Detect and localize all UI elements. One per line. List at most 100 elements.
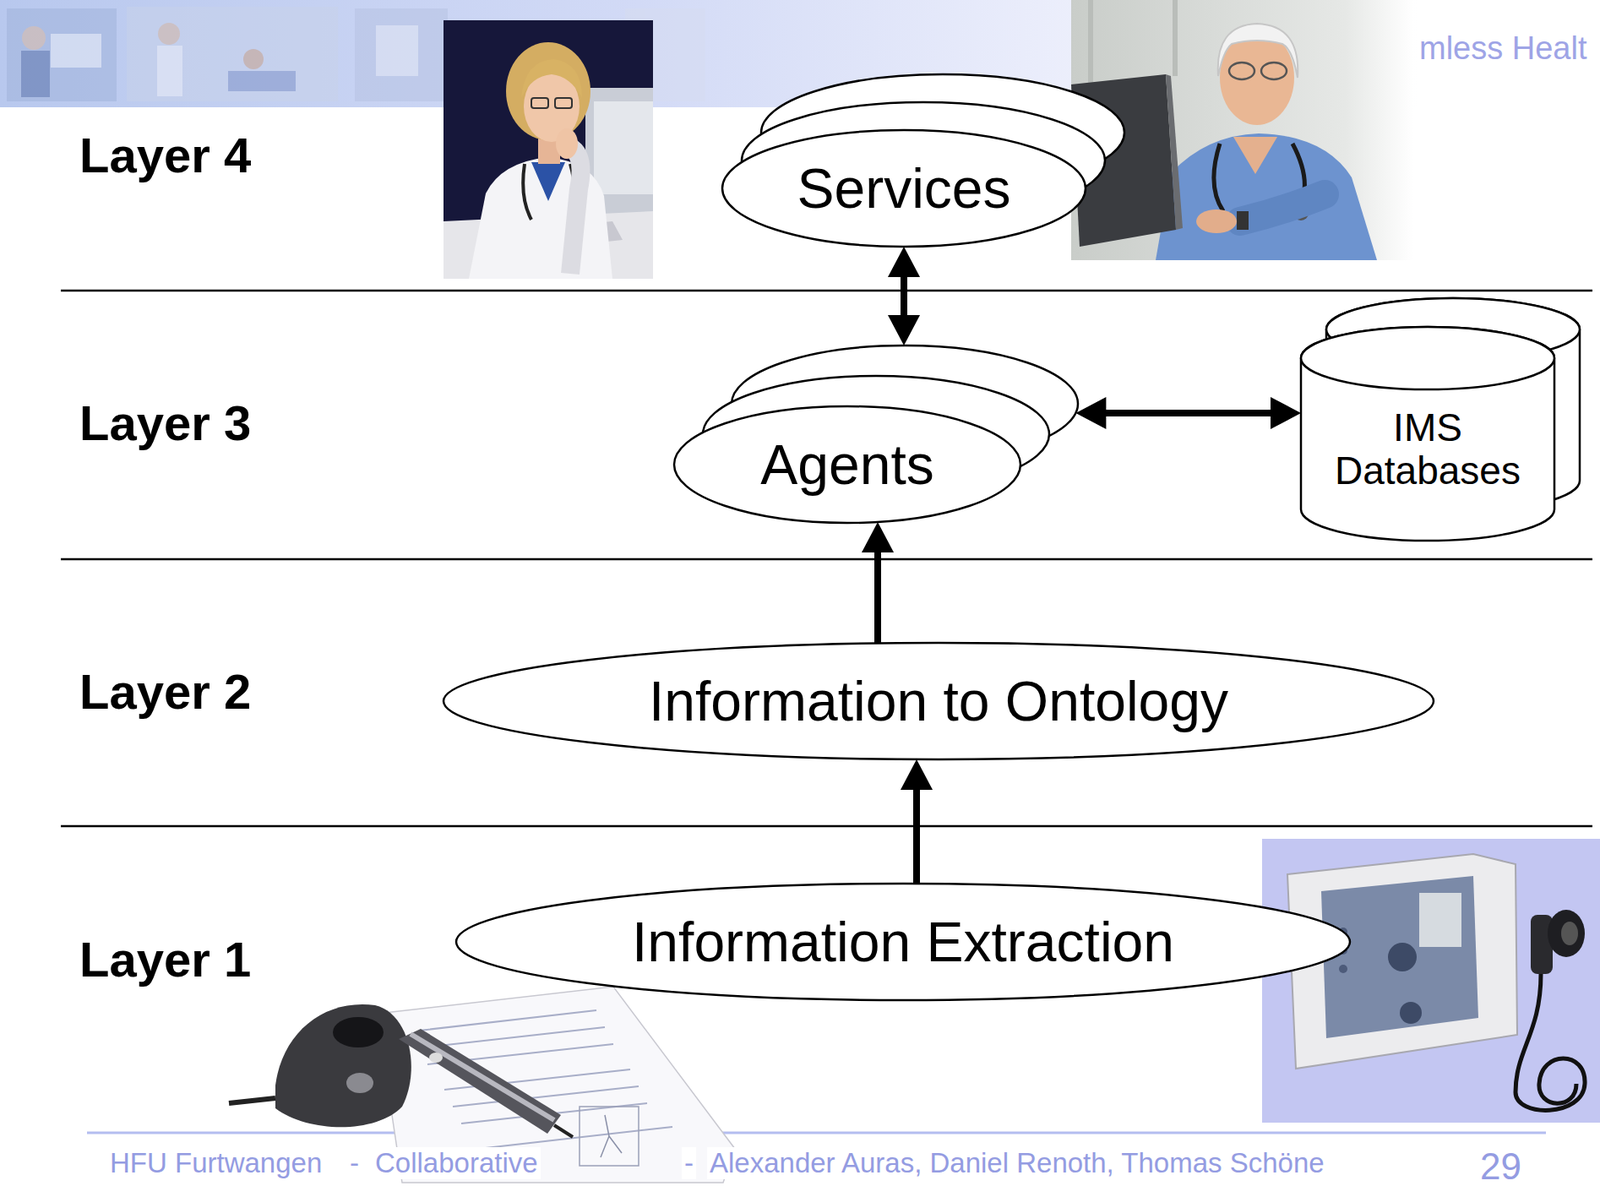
pen-tip <box>554 1125 573 1138</box>
monitor-screen <box>593 101 654 195</box>
pen-highlight <box>410 1034 555 1121</box>
database-cylinder: IMS Databases <box>1298 295 1583 544</box>
footer-text: - <box>681 1147 697 1180</box>
layer-label: Layer 4 <box>79 127 251 185</box>
hand <box>555 128 578 159</box>
node-text: Agents <box>760 434 934 496</box>
connector-arrow <box>900 759 933 884</box>
footer-text: HFU Furtwangen <box>107 1147 325 1180</box>
button <box>1338 964 1348 974</box>
connector-line <box>874 550 882 644</box>
form-sketch-box <box>579 1106 639 1166</box>
layer-label: Layer 2 <box>79 663 251 721</box>
label-holder: Collaborative <box>372 1147 541 1180</box>
layer-label: Layer 1 <box>79 931 251 989</box>
pen-base-slot <box>332 1017 384 1048</box>
connector-arrow <box>1075 397 1301 430</box>
connector-line <box>1104 409 1273 417</box>
label-holder: 29 <box>1477 1145 1524 1186</box>
label-holder: Layer 1 <box>79 931 251 989</box>
photo-background <box>443 20 654 279</box>
label-holder: HFU Furtwangen <box>107 1147 325 1180</box>
node-text: Information to Ontology <box>648 670 1229 733</box>
collage-monitor <box>50 33 102 68</box>
label-holder: - <box>347 1147 362 1180</box>
footer-text: - <box>347 1147 362 1180</box>
arrowhead <box>1075 397 1106 430</box>
ellipse-outline <box>456 883 1350 1001</box>
layer-label: Layer 3 <box>79 395 251 452</box>
process-ellipse: Information Extraction <box>453 881 1353 1003</box>
ellipse-outline <box>443 642 1434 760</box>
probe-cable <box>1515 974 1585 1111</box>
footer-text: Alexander Auras, Daniel Renoth, Thomas S… <box>707 1147 1328 1180</box>
node-text: IMS Databases <box>1313 406 1542 492</box>
glasses <box>1261 62 1287 80</box>
base-cable <box>228 1098 276 1104</box>
collage-body <box>228 70 296 92</box>
collage-head <box>21 26 46 50</box>
cylinder-body <box>1300 326 1555 541</box>
process-ellipse: Information to Ontology <box>440 640 1437 762</box>
stacked-ellipse: Services <box>719 71 1127 250</box>
arrowhead <box>861 522 894 553</box>
header-watermark: mless Healt <box>1419 30 1588 68</box>
footer-text: Collaborative <box>372 1147 541 1180</box>
node-text: Information Extraction <box>631 911 1175 974</box>
probe-face <box>1561 921 1579 946</box>
fringe <box>521 59 583 98</box>
arm <box>1240 194 1325 222</box>
therapy-device-photo <box>1262 838 1600 1123</box>
arm <box>570 146 581 274</box>
label-holder: mless Healt <box>1419 30 1588 68</box>
glasses <box>531 97 549 109</box>
hand <box>1196 209 1237 234</box>
collage-head <box>243 48 264 70</box>
pen-base <box>275 1004 412 1127</box>
node-text: Services <box>796 157 1011 220</box>
ellipse-outline <box>674 406 1021 523</box>
collage-body <box>157 45 183 97</box>
cylinder-top <box>1300 326 1555 390</box>
laptop-edge <box>1165 74 1183 230</box>
layer-separator <box>60 558 1593 561</box>
doctor-photo-female <box>443 20 654 279</box>
scrubs <box>1155 133 1377 261</box>
connector-line <box>900 275 908 317</box>
connector-arrow <box>861 522 894 644</box>
watch <box>1236 211 1249 230</box>
label-holder: Layer 4 <box>79 127 251 185</box>
collage-photo <box>126 6 338 102</box>
knob <box>1399 1001 1422 1024</box>
layer-separator <box>60 289 1593 293</box>
digital-pen <box>398 1028 561 1134</box>
connector-arrow <box>887 246 920 346</box>
display <box>1419 892 1462 947</box>
collage-photo <box>6 8 117 102</box>
pen-logo <box>429 1052 443 1063</box>
form-sketch <box>600 1115 622 1158</box>
arrowhead <box>887 246 920 278</box>
page-number: 29 <box>1477 1145 1524 1186</box>
collage-body <box>21 50 50 98</box>
stacked-ellipse: Agents <box>671 342 1081 526</box>
collage-head <box>157 22 180 45</box>
neck <box>1233 136 1278 175</box>
ellipse-outline <box>722 130 1086 247</box>
white-coat <box>468 157 613 279</box>
label-holder: Layer 3 <box>79 395 251 452</box>
shirt <box>531 162 566 202</box>
window-frame <box>1172 0 1178 77</box>
connector-line <box>913 788 920 884</box>
arrowhead <box>887 315 920 346</box>
pen-base-logo <box>346 1072 374 1094</box>
footer-rule <box>87 1131 1546 1135</box>
glasses <box>1229 62 1255 80</box>
probe-head <box>1547 909 1585 958</box>
arrowhead <box>900 759 933 790</box>
arrowhead <box>1270 397 1301 430</box>
label-holder: Alexander Auras, Daniel Renoth, Thomas S… <box>707 1147 1328 1180</box>
glasses <box>555 97 572 109</box>
label-holder: - <box>681 1147 697 1180</box>
